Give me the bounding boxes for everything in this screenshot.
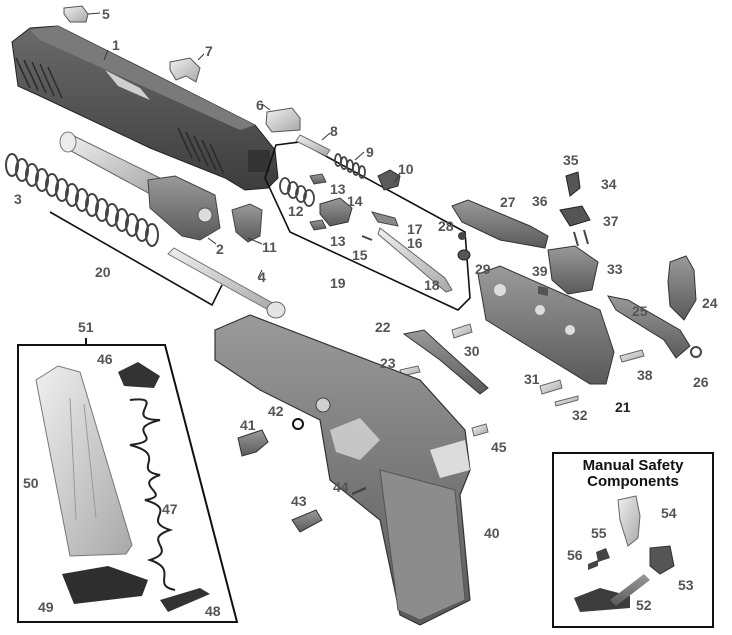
part-label: 33 bbox=[607, 261, 623, 277]
part-label: 18 bbox=[424, 277, 440, 293]
manual-safety-box: Manual Safety Components bbox=[552, 452, 714, 628]
part-label: 38 bbox=[637, 367, 653, 383]
part-label: 3 bbox=[14, 191, 22, 207]
part-label: 56 bbox=[567, 547, 583, 563]
part-frame-small bbox=[237, 418, 489, 533]
leader-lines bbox=[87, 12, 401, 279]
part-label: 43 bbox=[291, 493, 307, 509]
part-extractor bbox=[169, 57, 201, 83]
part-label: 35 bbox=[563, 152, 579, 168]
part-label: 39 bbox=[532, 263, 548, 279]
part-label: 47 bbox=[162, 501, 178, 517]
part-label: 11 bbox=[262, 239, 277, 255]
part-label: 29 bbox=[475, 261, 491, 277]
part-label: 8 bbox=[330, 123, 338, 139]
part-label: 13 bbox=[330, 181, 346, 197]
safety-title-line2: Components bbox=[587, 473, 679, 490]
part-label: 45 bbox=[491, 439, 507, 455]
part-striker-parts bbox=[279, 134, 453, 293]
part-label: 12 bbox=[288, 203, 304, 219]
part-label: 25 bbox=[632, 303, 648, 319]
group-label: 51 bbox=[78, 319, 94, 335]
part-label: 48 bbox=[205, 603, 221, 619]
part-label: 42 bbox=[268, 403, 284, 419]
part-label: 53 bbox=[678, 577, 694, 593]
part-label: 34 bbox=[601, 176, 617, 192]
part-rear-sight bbox=[63, 5, 89, 23]
part-label: 32 bbox=[572, 407, 588, 423]
part-label: 46 bbox=[97, 351, 113, 367]
part-label: 40 bbox=[484, 525, 500, 541]
part-label: 22 bbox=[375, 319, 391, 335]
safety-title-line1: Manual Safety bbox=[582, 457, 684, 474]
part-label: 1 bbox=[112, 37, 120, 53]
part-label: 49 bbox=[38, 599, 54, 615]
part-label: 27 bbox=[500, 194, 516, 210]
part-recoil-spring bbox=[5, 153, 159, 247]
part-label: 13 bbox=[330, 233, 346, 249]
part-label: 10 bbox=[398, 161, 414, 177]
part-front-sight bbox=[265, 107, 301, 133]
part-label: 41 bbox=[240, 417, 256, 433]
bracket-striker-group bbox=[264, 141, 471, 311]
part-label: 26 bbox=[693, 374, 709, 390]
bracket-recoil-assembly bbox=[49, 211, 223, 307]
part-fire-control bbox=[399, 171, 702, 407]
safety-box-title: Manual Safety Components bbox=[554, 458, 712, 490]
part-magazine bbox=[35, 362, 210, 612]
part-label: 17 bbox=[407, 221, 423, 237]
bracket-magazine-group bbox=[17, 344, 239, 623]
part-label: 30 bbox=[464, 343, 480, 359]
part-label: 31 bbox=[524, 371, 540, 387]
part-label: 5 bbox=[102, 6, 110, 22]
part-slide bbox=[11, 25, 279, 191]
part-label: 15 bbox=[352, 247, 368, 263]
group-label: 20 bbox=[95, 264, 111, 280]
group-label: 19 bbox=[330, 275, 346, 291]
part-label: 4 bbox=[258, 269, 266, 285]
part-label: 9 bbox=[366, 144, 374, 160]
part-label: 54 bbox=[661, 505, 677, 521]
part-label: 28 bbox=[438, 218, 454, 234]
part-label: 50 bbox=[23, 475, 39, 491]
part-safety-components bbox=[574, 495, 675, 612]
part-label: 44 bbox=[333, 479, 349, 495]
part-guide-rod bbox=[167, 247, 286, 319]
part-label: 24 bbox=[702, 295, 718, 311]
part-barrel bbox=[59, 131, 221, 241]
part-label: 16 bbox=[407, 235, 423, 251]
part-label: 55 bbox=[591, 525, 607, 541]
part-label: 36 bbox=[532, 193, 548, 209]
part-label: 37 bbox=[603, 213, 619, 229]
group-label: 21 bbox=[615, 399, 631, 415]
part-cover-plate bbox=[231, 203, 263, 243]
part-label: 2 bbox=[216, 241, 224, 257]
part-label: 23 bbox=[380, 355, 396, 371]
part-label: 14 bbox=[347, 193, 363, 209]
part-label: 52 bbox=[636, 597, 652, 613]
part-label: 7 bbox=[205, 43, 213, 59]
part-label: 6 bbox=[256, 97, 264, 113]
part-grip-module bbox=[214, 314, 471, 626]
